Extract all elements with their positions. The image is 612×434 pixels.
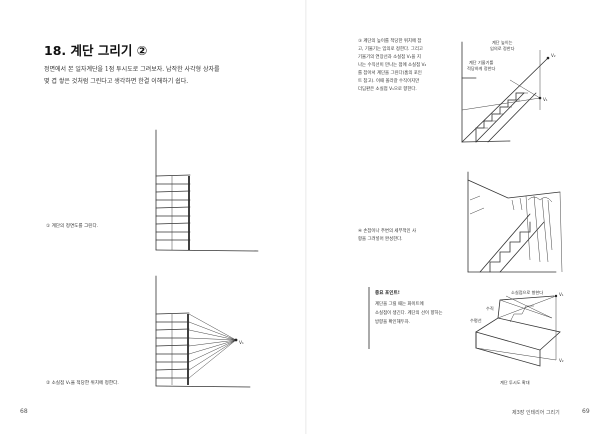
figure-caption-1: ① 계단의 정면도를 그린다. [46,224,99,229]
step-4-line: ④ 손잡이나 주변의 세부적인 사 [358,229,416,234]
label-vp-axis: 소실점으로 향한다 [511,290,544,295]
tip-body: 계단을 그릴 때는 화이트에 소실점이 생긴다. 계단의 선이 향하는 방향을 … [375,300,443,327]
stair-front-view-sketch [155,129,259,252]
running-head: 제3장 인테리어 그리기 [512,410,560,416]
figure-caption-2: ② 소실점 V₁을 적당한 위치에 정한다. [46,381,119,386]
stair-vanishing-point-sketch [155,275,251,388]
step-4-text: ④ 손잡이나 주변의 세부적인 사 항을 그려넣어 완성한다. [358,228,416,244]
step-3-line: 고, 기울기는 임의로 정한다. 그리고 [358,47,423,52]
intro-line: 몇 겹 쌓은 것처럼 그린다고 생각하면 한결 이해하기 쉽다. [44,78,189,85]
book-gutter [305,0,307,434]
label-vertical: 수직 [486,306,494,311]
label-stair-slope: 계단 기울기를 적당하게 정한다 [467,60,496,71]
intro-paragraph: 정면에서 본 일자계단을 1점 투시도로 그려보자. 납작한 사각형 상자를 몇… [44,64,264,88]
step-3-text: ③ 계단의 높이를 적당한 위치에 잡 고, 기울기는 임의로 정한다. 그리고… [358,38,426,94]
intro-line: 정면에서 본 일자계단을 1점 투시도로 그려보자. 납작한 사각형 상자를 [44,66,220,73]
label-v1-detail: V₁ [559,292,564,297]
callout-bar [368,287,370,349]
step-4-line: 항을 그려넣어 완성한다. [358,237,403,242]
label-v1: V₁ [543,97,548,102]
tip-line: 계단을 그릴 때는 화이트에 [375,302,424,307]
tip-title: 중요 포인트! [375,291,400,296]
step-3-line: 더딤판은 소실점 V₁으로 향한다. [358,87,417,92]
left-page: 18. 계단 그리기 ② 정면에서 본 일자계단을 1점 투시도로 그려보자. … [20,43,264,415]
tip-callout: 중요 포인트! 계단을 그릴 때는 화이트에 소실점이 생긴다. 계단의 선이 … [368,287,456,349]
label-v2-detail: V₂ [559,358,564,363]
tip-line: 방향을 확인해두자. [375,320,411,325]
page-title: 18. 계단 그리기 ② [44,43,148,58]
step-3-line: 나는 수직선이 만나는 점에 소실점 V₂ [358,63,427,68]
label-horizontal: 수평선 [470,318,482,323]
vanishing-point-label: V₁ [239,341,244,346]
step-3-line: 기울기의 연장선과 소실점 V₁을 지 [358,55,421,60]
label-v2: V₂ [551,53,556,58]
label-stair-height: 계단 높이는 임의로 정한다 [490,40,515,51]
page-number-right: 69 [582,408,590,415]
tip-line: 소실점이 생긴다. 계단의 선이 향하는 [375,311,443,316]
step-3-line: 를 잡아서 계단을 그린다(홈의 포인 [358,71,422,76]
page-number-left: 68 [20,408,28,415]
step-3-line: 트 참고). 이때 올라갈 수직이지만 [358,79,420,84]
sketch-caption: 계단 투시도 확대 [500,380,530,385]
step-3-line: ③ 계단의 높이를 적당한 위치에 잡 [358,39,422,44]
